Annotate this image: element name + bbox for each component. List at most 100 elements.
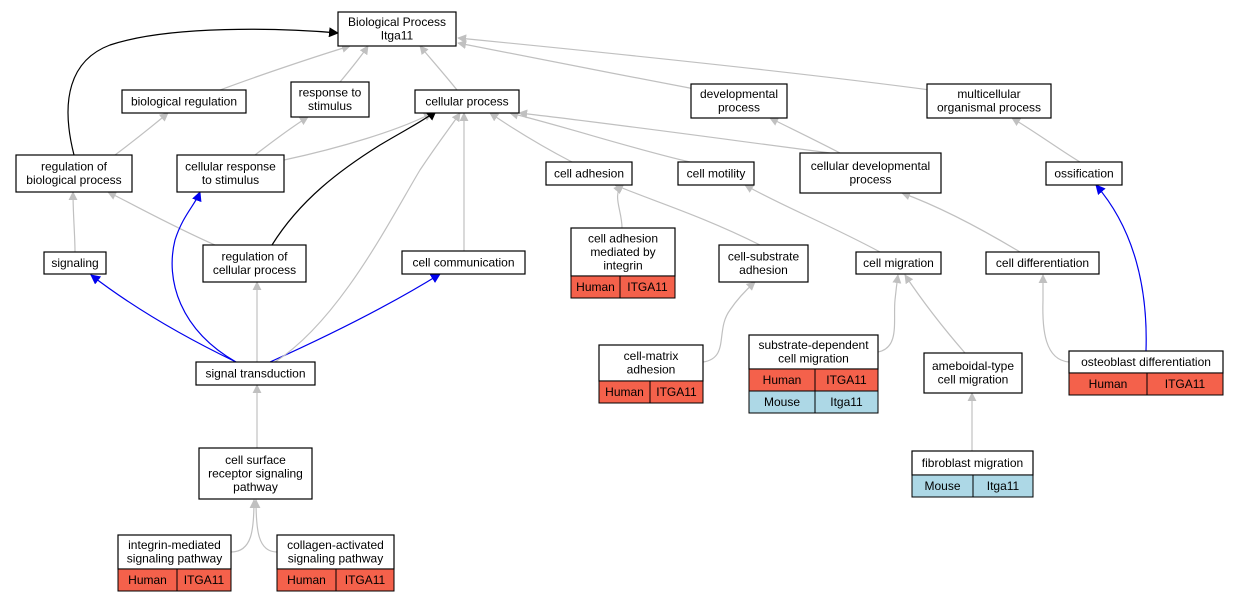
edge-signaling-to-reg_bio (68, 191, 78, 253)
node-signaling[interactable]: signaling (43, 251, 107, 275)
edge-bio_reg-to-root (219, 44, 351, 91)
node-box (121, 89, 247, 114)
node-label-line: pathway (233, 480, 278, 494)
gene-cell (619, 275, 676, 299)
edge-reg_cell-to-cell_proc (271, 110, 437, 246)
edge-sig_trans-to-signaling (90, 274, 237, 363)
node-label-line: cell communication (412, 255, 514, 269)
edge-cell_proc-to-root (419, 45, 458, 91)
node-label-line: response to (299, 86, 362, 100)
annotation-row: Mouse Itga11 (911, 474, 1034, 498)
node-box (545, 161, 633, 186)
node-box (337, 11, 457, 47)
gene-cell (972, 474, 1034, 498)
edge-ossif-to-multi_org (1011, 117, 1081, 163)
node-box (748, 334, 879, 370)
node-label-line: ossification (1054, 166, 1113, 180)
edge-adh_integrin-to-cell_adh (613, 184, 623, 229)
edge-cell_dev-to-cell_proc (518, 109, 831, 154)
node-ossif[interactable]: ossification (1045, 161, 1123, 186)
gene-label: ITGA11 (826, 373, 867, 387)
node-label-line: ameboidal-type (932, 359, 1014, 373)
species-label: Human (287, 573, 326, 587)
species-label: Human (1089, 377, 1128, 391)
node-cell-proc[interactable]: cellular process (414, 89, 520, 114)
node-cell-mig[interactable]: cell migration (855, 251, 942, 275)
node-box (911, 450, 1034, 476)
node-cell-adh[interactable]: cell adhesion (545, 161, 633, 186)
node-label-line: process (849, 173, 891, 187)
edge-resp_stim-to-root (339, 45, 369, 83)
node-label-line: to stimulus (202, 173, 259, 187)
node-label-line: substrate-dependent (758, 338, 869, 352)
node-box (799, 152, 942, 194)
edge-cell_matrix-to-cell_sub (702, 281, 756, 363)
node-label-line: process (718, 101, 760, 115)
node-box (1045, 161, 1123, 186)
node-box (690, 83, 788, 119)
edge-reg_bio-to-root (67, 27, 339, 156)
edge-osteo-to-cell_diff (1038, 274, 1070, 363)
node-label-line: cell migration (938, 373, 1009, 387)
node-label-line: developmental (700, 87, 778, 101)
species-label: Mouse (764, 395, 800, 409)
node-label-line: organismal process (937, 101, 1041, 115)
node-label-line: stimulus (308, 99, 352, 113)
edge-amoeboid-to-cell_mig (904, 274, 966, 354)
node-label-line: cell surface (225, 453, 286, 467)
edge-reg_bio-to-bio_reg (114, 112, 169, 156)
node-cell-mot[interactable]: cell motility (677, 161, 755, 186)
node-label-line: osteoblast differentiation (1081, 355, 1211, 369)
node-label-line: biological regulation (131, 94, 237, 108)
node-cell-diff[interactable]: cell differentiation (985, 251, 1100, 275)
node-bio-reg[interactable]: biological regulation (121, 89, 247, 114)
node-label-line: adhesion (627, 363, 676, 377)
edge-sig_trans-to-cell_resp (171, 191, 237, 363)
species-label: Mouse (924, 479, 960, 493)
node-label-line: Itga11 (381, 29, 414, 43)
gene-label: Itga11 (987, 479, 1020, 493)
species-label: Human (576, 280, 615, 294)
edge-cell_resp-to-resp_stim (254, 116, 309, 156)
edge-sub_dep-to-cell_mig (877, 274, 902, 353)
node-label-line: cellular process (425, 94, 508, 108)
node-label-line: signaling pathway (127, 552, 222, 566)
gene-label: ITGA11 (1165, 377, 1206, 391)
node-box (198, 447, 313, 500)
species-label: Human (128, 573, 167, 587)
node-cell-comm[interactable]: cell communication (401, 250, 526, 275)
node-box (290, 81, 370, 118)
node-box (15, 154, 133, 193)
edge-cell_dev-to-dev_proc (769, 117, 841, 154)
species-label: Human (605, 385, 644, 399)
gene-cell (176, 568, 232, 592)
gene-cell (1146, 372, 1224, 396)
node-label-line: biological process (26, 173, 121, 187)
edge-cell_sub-to-cell_adh (614, 184, 761, 246)
node-sig-trans[interactable]: signal transduction (195, 361, 316, 386)
node-box (202, 244, 307, 283)
node-label-line: integrin (603, 258, 642, 272)
